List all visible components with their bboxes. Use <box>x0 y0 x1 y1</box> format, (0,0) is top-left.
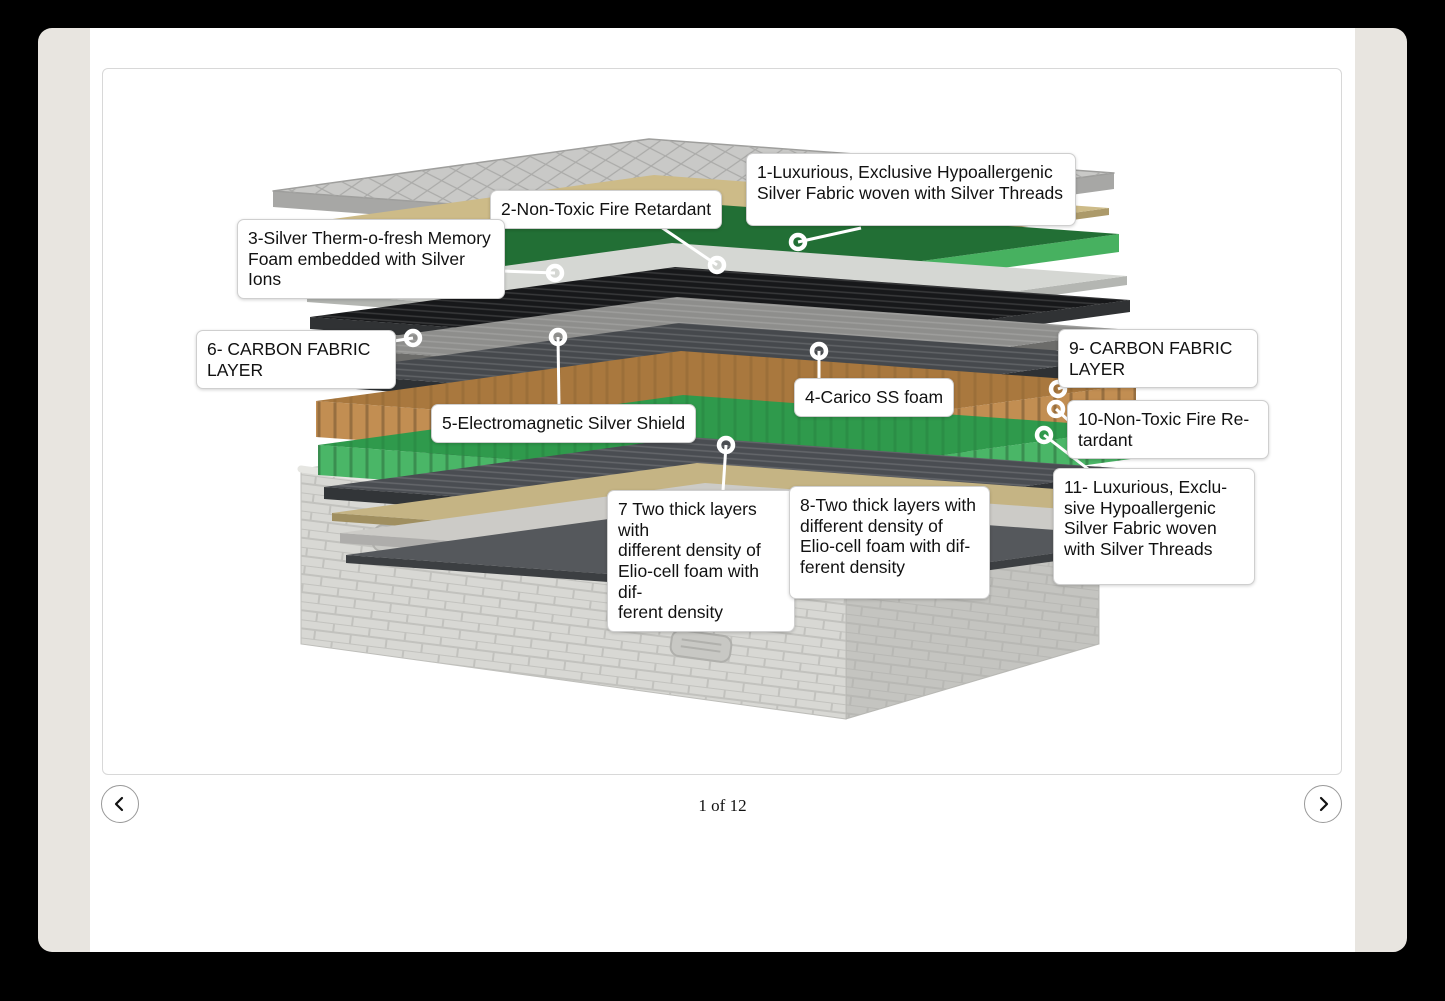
callout-3: 3-Silver Therm-o-fresh Memory Foam embed… <box>237 219 505 299</box>
next-page-button[interactable] <box>1304 785 1342 823</box>
diagram-panel: 1-Luxurious, Exclusive Hypoallergenic Si… <box>102 68 1342 775</box>
callout-9: 9- CARBON FABRIC LAYER <box>1058 329 1258 389</box>
callout-4: 4-Carico SS foam <box>794 378 955 417</box>
callout-5: 5-Electromagnetic Silver Shield <box>431 404 697 443</box>
chevron-right-icon <box>1319 796 1329 812</box>
viewer-window: 1-Luxurious, Exclusive Hypoallergenic Si… <box>38 28 1407 952</box>
prev-page-button[interactable] <box>101 785 139 823</box>
chevron-left-icon <box>114 796 124 812</box>
page-indicator: 1 of 12 <box>698 796 747 815</box>
callout-8: 8-Two thick layers with different densit… <box>789 486 990 599</box>
document-page: 1-Luxurious, Exclusive Hypoallergenic Si… <box>90 28 1355 952</box>
callout-10: 10-Non-Toxic Fire Re- tardant <box>1067 400 1269 460</box>
callout-11: 11- Luxurious, Exclu- sive Hypoallergeni… <box>1053 468 1255 585</box>
callout-7: 7 Two thick layers with different densit… <box>607 490 795 632</box>
callout-6: 6- CARBON FABRIC LAYER <box>196 330 396 390</box>
mattress-diagram <box>272 138 1166 720</box>
callout-2: 2-Non-Toxic Fire Retardant <box>490 190 723 229</box>
mattress-handle <box>669 629 733 663</box>
callout-1: 1-Luxurious, Exclusive Hypoallergenic Si… <box>746 153 1076 227</box>
